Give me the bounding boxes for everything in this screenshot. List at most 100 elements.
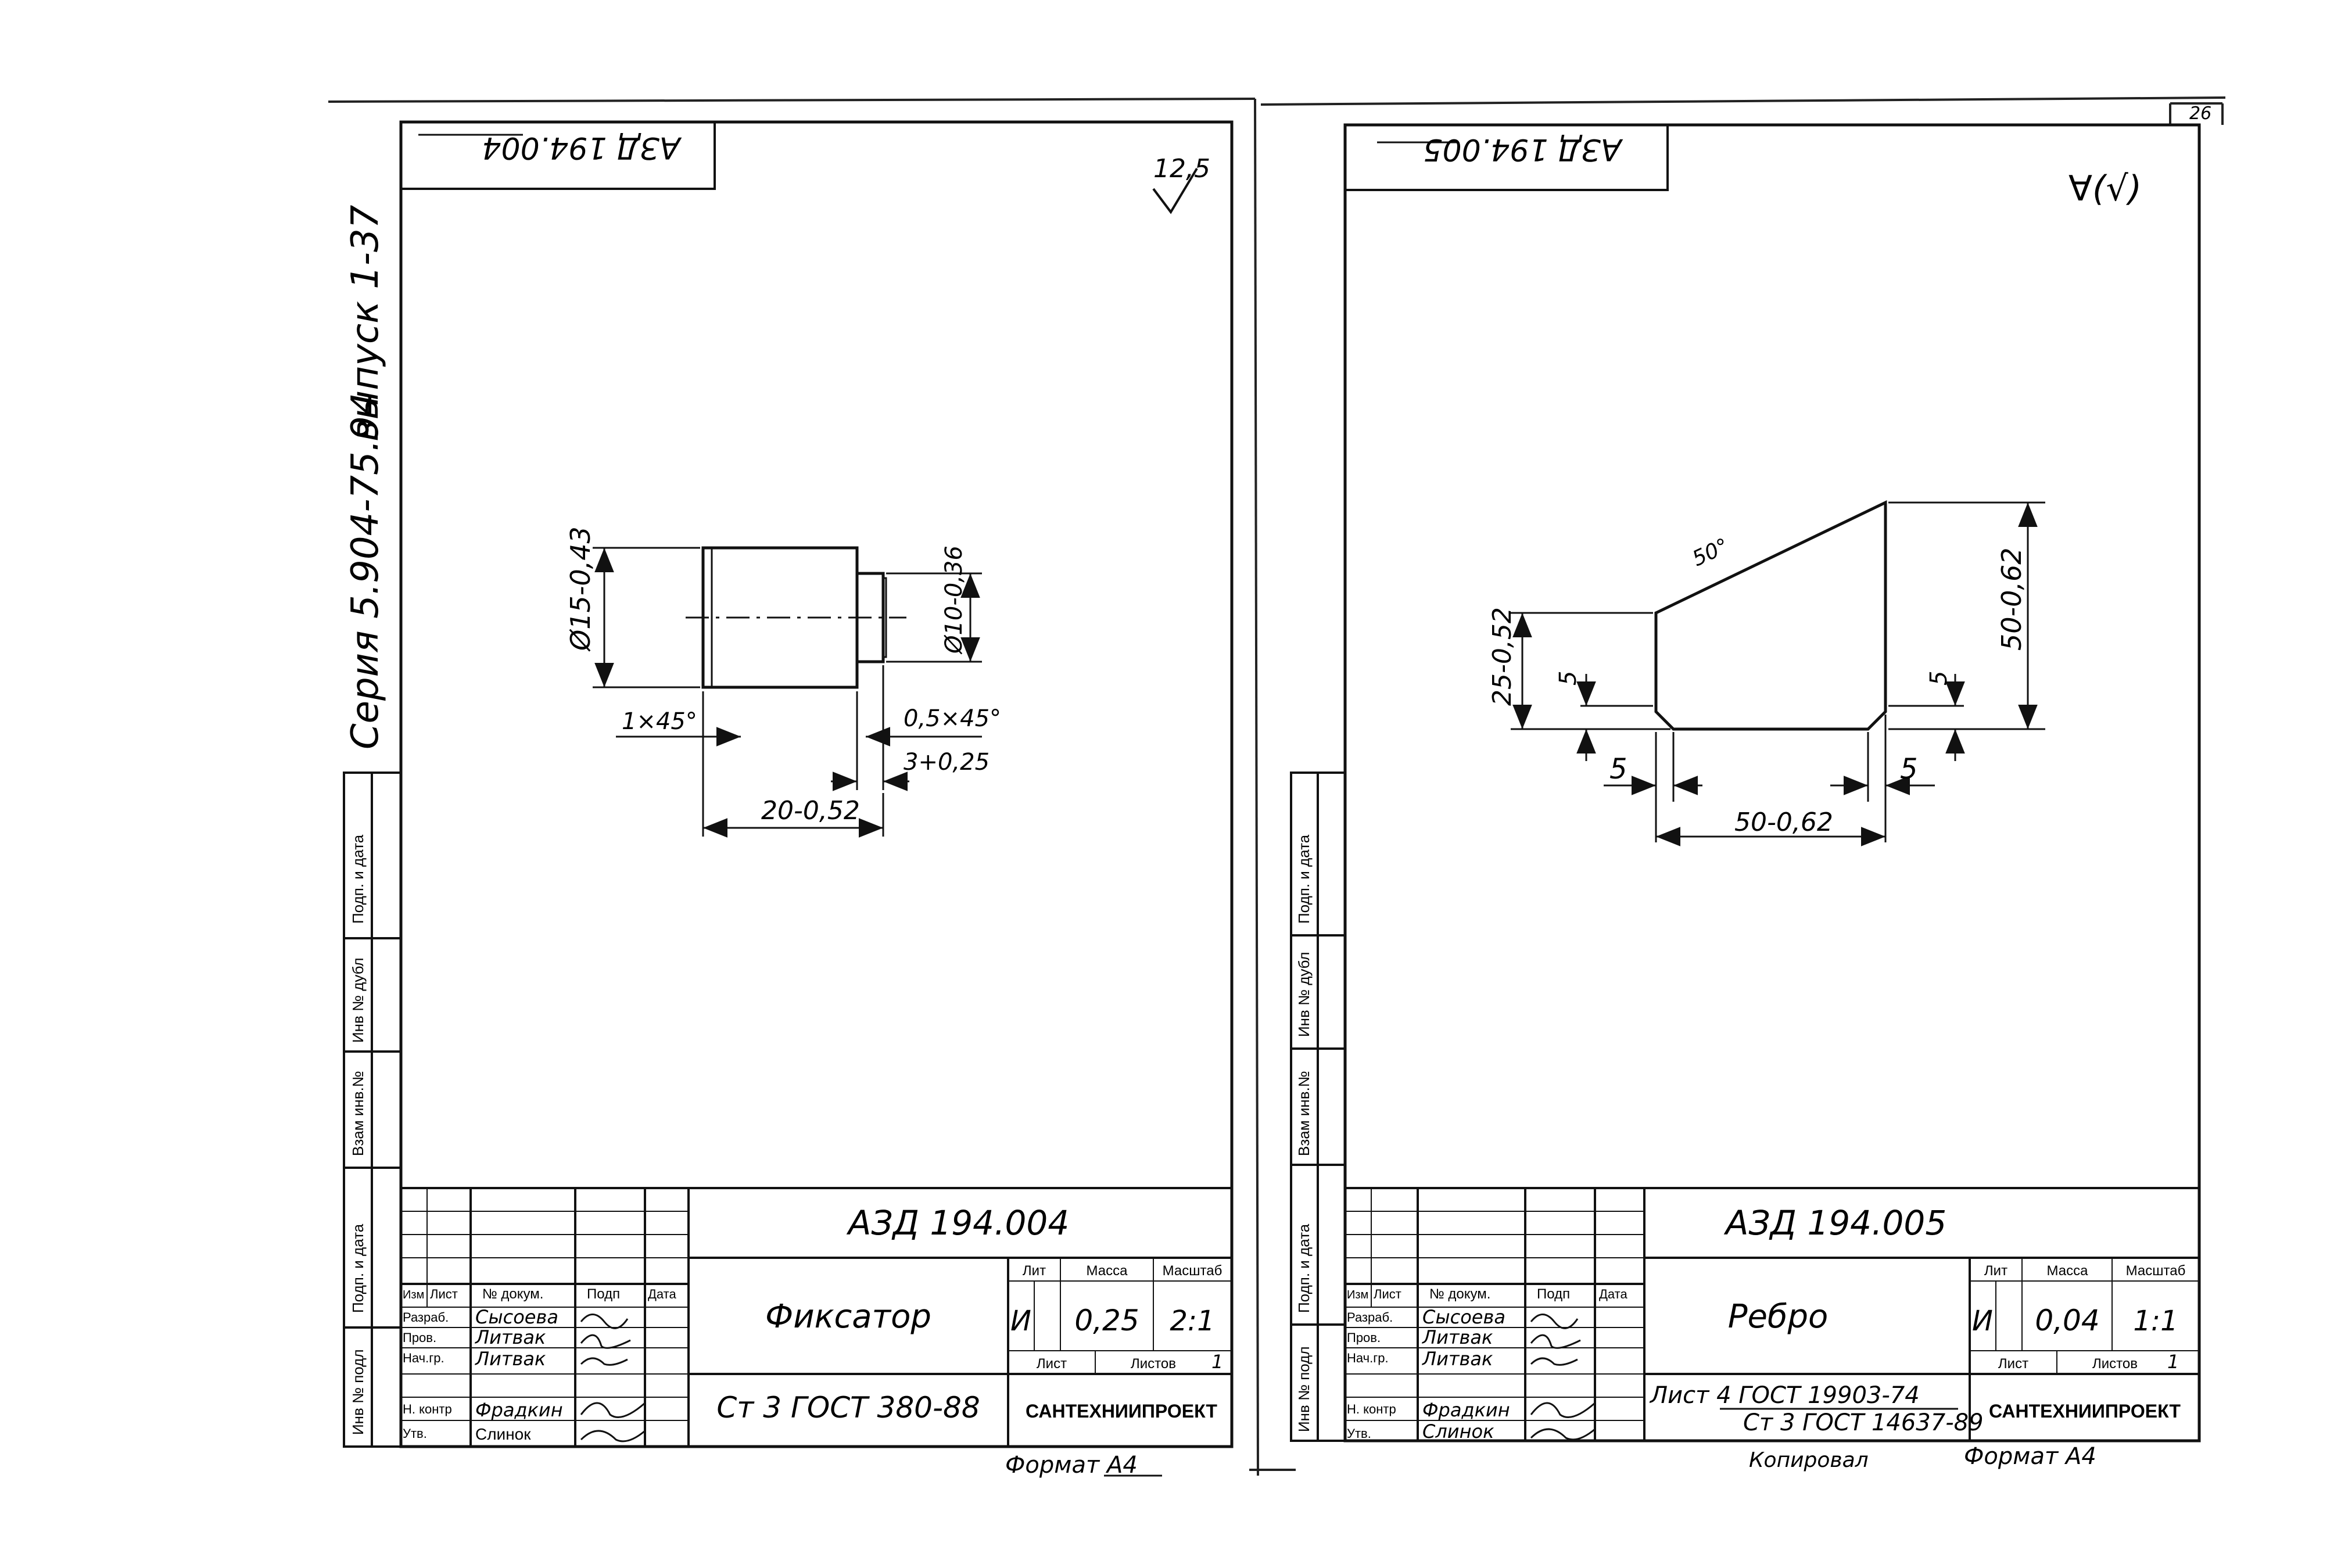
left-top-code-box bbox=[400, 121, 716, 190]
left-title-block-grid bbox=[400, 1187, 1233, 1448]
right-dim-height-right: 50-0,62 bbox=[1996, 547, 2027, 651]
left-dim-chamfer-left: 1×45° bbox=[622, 708, 697, 735]
right-stamp-inv-podl: Инв № подл bbox=[1295, 1346, 1313, 1432]
right-list-label: Лист bbox=[1998, 1356, 2028, 1372]
left-scale-header: Масштаб bbox=[1163, 1263, 1223, 1279]
left-signer-razrab: Сысоева bbox=[475, 1306, 558, 1328]
left-hdr-list: Лист bbox=[430, 1287, 458, 1301]
left-designation: АЗД 194.004 bbox=[846, 1203, 1069, 1243]
right-signer-utv: Слинок bbox=[1422, 1420, 1494, 1443]
left-roughness-mark bbox=[1152, 167, 1198, 214]
left-lit-header: Лит bbox=[1023, 1263, 1046, 1279]
right-material-line1: Лист 4 ГОСТ 19903-74 bbox=[1649, 1382, 1920, 1409]
left-stamp-podp-data-1: Подп. и дата bbox=[349, 834, 367, 924]
right-signatures bbox=[1530, 1314, 1596, 1441]
left-mass: 0,25 bbox=[1074, 1304, 1139, 1337]
right-dim-chamfer-v-right: 5 bbox=[1926, 671, 1952, 686]
right-dim-height-left: 25-0,52 bbox=[1487, 607, 1517, 706]
left-stamp-vzam-inv: Взам инв.№ bbox=[349, 1071, 367, 1156]
left-signer-utv: Слинок bbox=[475, 1425, 531, 1443]
right-signer-nach-gr: Литвак bbox=[1422, 1348, 1493, 1370]
right-hdr-nach-gr: Нач.гр. bbox=[1347, 1351, 1389, 1365]
right-hdr-prov: Пров. bbox=[1347, 1330, 1381, 1345]
left-signer-nach-gr: Литвак bbox=[475, 1348, 546, 1370]
right-designation: АЗД 194.005 bbox=[1723, 1203, 1946, 1243]
left-dim-length: 20-0,52 bbox=[761, 796, 860, 826]
right-mass: 0,04 bbox=[2035, 1304, 2099, 1337]
right-sheets-total: 1 bbox=[2167, 1351, 2179, 1373]
right-hdr-list: Лист bbox=[1374, 1287, 1401, 1301]
right-sheet: АЗД 194.005 ∀(√) Подп. и дата Инв № дубл… bbox=[1290, 123, 2201, 1472]
right-stamp-vzam-inv: Взам инв.№ bbox=[1295, 1071, 1313, 1156]
left-top-code: АЗД 194.004 bbox=[482, 130, 682, 165]
right-hdr-izm: Изм bbox=[1347, 1289, 1368, 1301]
left-dim-chamfer-right: 0,5×45° bbox=[904, 705, 1001, 732]
left-company: САНТЕХНИИПРОЕКТ bbox=[1026, 1401, 1217, 1422]
left-stamp-inv-dubl: Инв № дубл bbox=[349, 957, 367, 1043]
left-scale: 2:1 bbox=[1170, 1305, 1214, 1337]
right-part-rib bbox=[1654, 500, 1887, 731]
right-hdr-n-kontr: Н. контр bbox=[1347, 1402, 1396, 1416]
left-hdr-izm: Изм bbox=[403, 1289, 424, 1301]
left-dim-d-big: Ø15-0,43 bbox=[565, 526, 596, 652]
left-signatures bbox=[580, 1314, 646, 1443]
left-signer-n-kontr: Фрадкин bbox=[475, 1399, 563, 1421]
left-hdr-n-dokum: № докум. bbox=[482, 1286, 543, 1302]
right-hdr-data: Дата bbox=[1599, 1287, 1627, 1301]
series-text: Серия 5.904-75.94 bbox=[344, 392, 387, 749]
right-mass-header: Масса bbox=[2047, 1263, 2089, 1279]
left-lit: И bbox=[1010, 1305, 1031, 1337]
left-frame bbox=[399, 120, 1234, 1448]
vypusk-text: выпуск 1-37 bbox=[344, 204, 387, 442]
left-hdr-razrab: Разраб. bbox=[403, 1310, 449, 1325]
right-dim-width: 50-0,62 bbox=[1734, 808, 1833, 837]
left-stamp-inv-podl: Инв № подл bbox=[349, 1349, 367, 1435]
left-hdr-n-kontr: Н. контр bbox=[403, 1402, 452, 1416]
right-dim-chamfer-h-right: 5 bbox=[1900, 753, 1918, 785]
right-hdr-podp: Подп bbox=[1537, 1286, 1570, 1302]
right-top-code: АЗД 194.005 bbox=[1423, 132, 1623, 167]
right-signer-n-kontr: Фрадкин bbox=[1422, 1399, 1510, 1421]
left-sheets-total: 1 bbox=[1211, 1351, 1223, 1373]
left-signer-prov: Литвак bbox=[475, 1326, 546, 1348]
left-part-name: Фиксатор bbox=[765, 1298, 931, 1336]
right-dim-slope: 50° bbox=[1688, 534, 1732, 571]
right-dimension-lines bbox=[1511, 501, 2045, 846]
right-scale: 1:1 bbox=[2133, 1305, 2178, 1337]
right-stamp-inv-dubl: Инв № дубл bbox=[1295, 952, 1313, 1037]
left-mass-header: Масса bbox=[1087, 1263, 1128, 1279]
left-sheet: АЗД 194.004 Серия 5.904-75.94 выпуск 1-3… bbox=[343, 120, 1234, 1479]
right-format: Формат А4 bbox=[1964, 1443, 2096, 1470]
right-dim-chamfer-v-left: 5 bbox=[1555, 671, 1582, 686]
right-stamp-podp-data-2: Подп. и дата bbox=[1295, 1223, 1313, 1313]
right-side-stamp bbox=[1290, 772, 1346, 1442]
right-stamp-podp-data-1: Подп. и дата bbox=[1295, 834, 1313, 924]
left-roughness: 12,5 bbox=[1153, 154, 1210, 184]
left-hdr-utv: Утв. bbox=[403, 1426, 427, 1441]
left-dim-groove: 3+0,25 bbox=[904, 749, 990, 776]
left-format: Формат А4 bbox=[1005, 1452, 1138, 1479]
left-listov-label: Листов bbox=[1131, 1356, 1176, 1372]
left-list-label: Лист bbox=[1037, 1356, 1067, 1372]
right-material-line2: Ст 3 ГОСТ 14637-89 bbox=[1743, 1409, 1984, 1436]
left-hdr-nach-gr: Нач.гр. bbox=[403, 1351, 444, 1365]
left-dimension-lines bbox=[593, 547, 982, 838]
left-hdr-prov: Пров. bbox=[403, 1330, 436, 1345]
right-hdr-n-dokum: № докум. bbox=[1429, 1286, 1490, 1302]
right-lit: И bbox=[1972, 1305, 1993, 1337]
right-hdr-utv: Утв. bbox=[1347, 1426, 1371, 1441]
right-scale-header: Масштаб bbox=[2126, 1263, 2186, 1279]
right-lit-header: Лит bbox=[1984, 1263, 2007, 1279]
right-dim-chamfer-h-left: 5 bbox=[1609, 753, 1627, 785]
sheet-trim bbox=[328, 96, 2226, 1476]
right-company: САНТЕХНИИПРОЕКТ bbox=[1989, 1401, 2181, 1422]
right-signer-prov: Литвак bbox=[1422, 1326, 1493, 1348]
right-frame bbox=[1343, 123, 2201, 1443]
right-part-name: Ребро bbox=[1728, 1298, 1829, 1336]
left-hdr-podp: Подп bbox=[587, 1286, 620, 1302]
right-top-code-box bbox=[1344, 124, 1669, 191]
right-title-block-grid bbox=[1344, 1187, 2200, 1442]
left-stamp-podp-data-2: Подп. и дата bbox=[349, 1223, 367, 1313]
left-material: Ст 3 ГОСТ 380-88 bbox=[716, 1391, 980, 1425]
right-copied: Копировал bbox=[1749, 1448, 1869, 1472]
